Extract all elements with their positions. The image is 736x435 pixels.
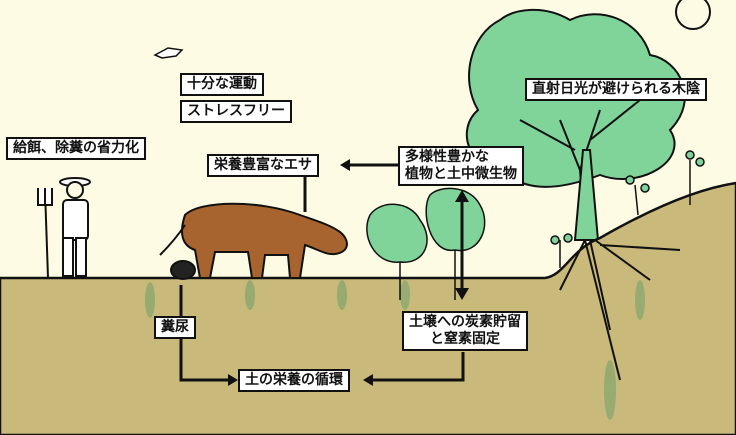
bird-icon: [153, 47, 184, 59]
label-nutritious-feed: 栄養豊富なエサ: [207, 154, 319, 177]
label-manure: 糞尿: [154, 316, 196, 339]
label-biodiversity-line2: 植物と土中微生物: [405, 166, 517, 182]
label-biodiversity-line1: 多様性豊かな: [405, 149, 489, 165]
label-stress-free: ストレスフリー: [180, 100, 292, 123]
label-labor-saving: 給餌、除糞の省力化: [6, 137, 146, 160]
label-biodiversity: 多様性豊かな 植物と土中微生物: [398, 146, 524, 186]
farmer: [37, 177, 91, 279]
sun-icon: [675, 0, 711, 30]
label-nutrient-cycle: 土の栄養の循環: [238, 369, 350, 392]
cow: [159, 202, 348, 280]
label-carbon-line1: 土壌への炭素貯留: [409, 314, 521, 330]
label-carbon-line2: と窒素固定: [430, 331, 500, 347]
soil: [0, 181, 736, 435]
bushes: [366, 150, 705, 263]
label-shade: 直射日光が避けられる木陰: [525, 78, 707, 101]
label-carbon-storage: 土壌への炭素貯留 と窒素固定: [402, 311, 528, 351]
label-exercise: 十分な運動: [180, 73, 264, 96]
